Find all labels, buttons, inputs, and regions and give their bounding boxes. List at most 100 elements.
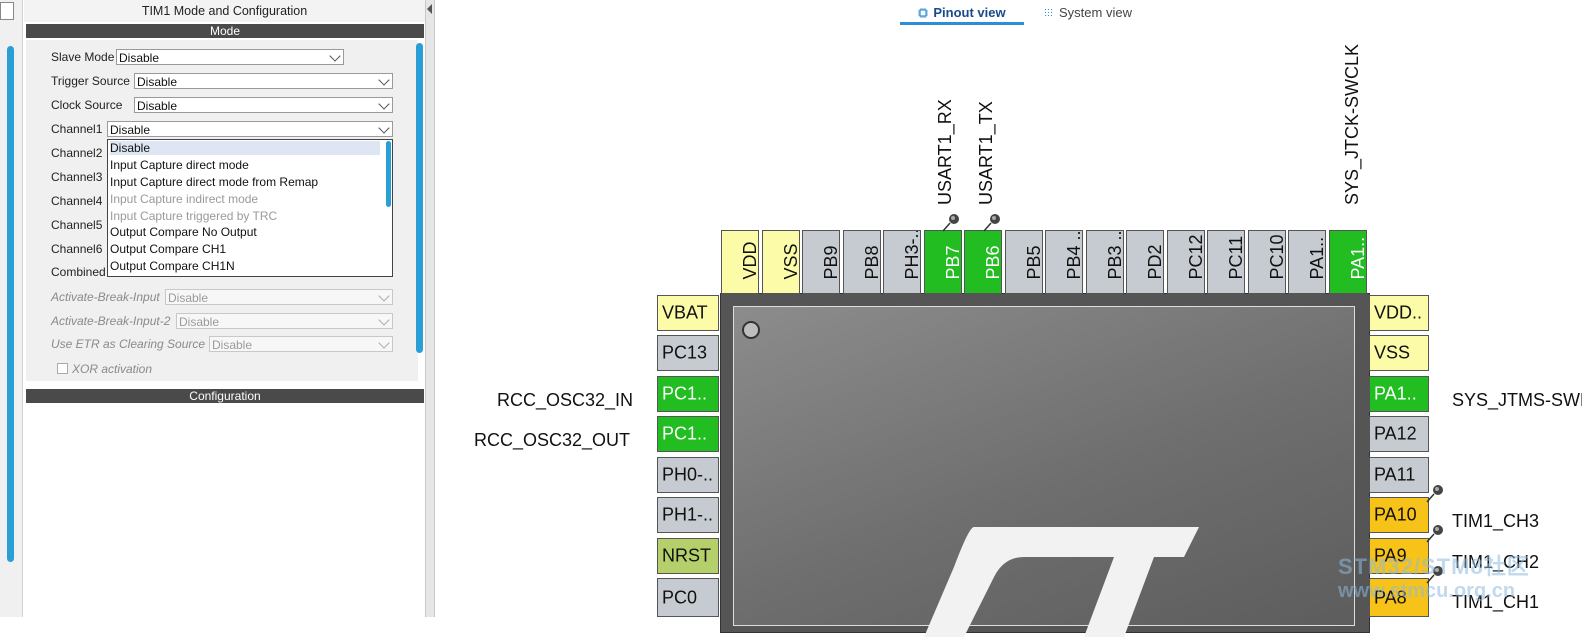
pin-top[interactable]: PC12 (1167, 230, 1205, 294)
pin-label: PD2 (1145, 244, 1164, 280)
pin-top[interactable]: PD2 (1126, 230, 1164, 294)
pin-label: VSS (781, 243, 800, 280)
tab-pinout-label: Pinout view (933, 5, 1006, 20)
pin-top-pb6[interactable]: PB6 (964, 230, 1002, 294)
dropdown-option[interactable]: Disable (110, 141, 380, 155)
clock-source-value: Disable (137, 99, 178, 113)
activate-break-input-select[interactable]: Disable (165, 289, 393, 305)
dropdown-scrollbar[interactable] (386, 141, 391, 207)
pin-top[interactable]: PA1.. (1288, 230, 1326, 294)
signal-tim1-ch1: TIM1_CH1 (1452, 592, 1540, 612)
pin-left-nrst[interactable]: NRST (657, 538, 719, 574)
pin-top[interactable]: PC11 (1207, 230, 1245, 294)
signal-usart1-rx: USART1_RX (935, 99, 955, 205)
trigger-source-label: Trigger Source (51, 74, 130, 88)
watermark-url: www.stmcu.org.cn (1338, 580, 1516, 602)
channel1-value: Disable (110, 123, 151, 137)
chevron-down-icon (378, 290, 390, 302)
pin-label: PC0 (662, 587, 698, 607)
signal-sys-jtms: SYS_JTMS-SWDIO (1452, 390, 1582, 410)
pin-left-pc14[interactable]: PC1.. (657, 376, 719, 412)
dropdown-option[interactable]: Input Capture direct mode from Remap (110, 175, 319, 189)
pin-label: PB9 (821, 245, 840, 280)
pin-top[interactable]: VDD (721, 230, 759, 294)
chevron-down-icon (378, 122, 390, 134)
configuration-section-header[interactable]: Configuration (26, 389, 424, 403)
dropdown-option[interactable]: Output Compare CH1 (110, 242, 227, 256)
clock-source-select[interactable]: Disable (134, 97, 393, 113)
dropdown-option[interactable]: Output Compare CH1N (110, 259, 235, 273)
trigger-source-select[interactable]: Disable (134, 73, 393, 89)
pushpin-icon (1426, 485, 1443, 503)
pin-right-pa9[interactable]: PA9 (1369, 538, 1429, 574)
pin-left-pc15[interactable]: PC1.. (657, 416, 719, 452)
pin-right-pa8[interactable]: PA8 (1369, 578, 1429, 617)
channel2-label: Channel2 (51, 146, 103, 160)
etr-clearing-select[interactable]: Disable (209, 336, 393, 352)
etr-clearing-label: Use ETR as Clearing Source (51, 337, 206, 351)
pin-right-pa10[interactable]: PA10 (1369, 497, 1429, 533)
channel4-label: Channel4 (51, 194, 103, 208)
pin-label: PA1.. (1374, 383, 1417, 404)
activate-break-input-2-select[interactable]: Disable (176, 313, 393, 329)
mini-dropdown[interactable] (0, 2, 14, 20)
pin-right[interactable]: PA11 (1369, 457, 1429, 493)
dropdown-option[interactable]: Input Capture direct mode (110, 158, 249, 172)
pin-left[interactable]: PC0 (657, 578, 719, 617)
slave-mode-label: Slave Mode (51, 50, 115, 64)
activate-break-input-value: Disable (168, 291, 209, 305)
pin-top[interactable]: PB4 .. (1045, 230, 1083, 294)
pin-top[interactable]: PB5 (1005, 230, 1043, 294)
pin-label: PB3 .. (1105, 230, 1124, 280)
pin-top[interactable]: PB9 (802, 230, 840, 294)
xor-activation-label: XOR activation (72, 362, 153, 376)
tab-pinout-view[interactable]: Pinout view (900, 4, 1024, 25)
xor-activation-checkbox[interactable] (57, 363, 68, 374)
activate-break-input-label: Activate-Break-Input (51, 290, 160, 304)
pin-top[interactable]: VSS (762, 230, 800, 294)
chevron-down-icon (378, 74, 390, 86)
pin-top-pb7[interactable]: PB7 (924, 230, 962, 294)
left-scrollbar[interactable] (7, 46, 14, 562)
pin-label: PA8 (1374, 587, 1407, 607)
signal-usart1-tx: USART1_TX (976, 101, 996, 205)
dropdown-option[interactable]: Output Compare No Output (110, 225, 257, 239)
channel1-select[interactable]: Disable (107, 121, 393, 137)
collapse-arrow-icon[interactable] (427, 4, 432, 14)
pushpin-icon (1426, 525, 1443, 543)
pin-top[interactable]: PC10 (1248, 230, 1286, 294)
pin-left[interactable]: PH0-.. (657, 457, 719, 493)
pin-label: PB6 (983, 245, 1002, 280)
tab-system-view[interactable]: System view (1044, 4, 1154, 22)
splitter[interactable] (425, 0, 435, 617)
pin-top[interactable]: PB3 .. (1086, 230, 1124, 294)
pin-right[interactable]: PA12 (1369, 416, 1429, 452)
panel-title: TIM1 Mode and Configuration (24, 0, 425, 22)
chevron-down-icon (378, 98, 390, 110)
tim1-config-panel: TIM1 Mode and Configuration Mode Slave M… (24, 0, 425, 617)
watermark: STM32/STM8社区 (1338, 554, 1530, 579)
pin-top-pa14[interactable]: PA1.. (1329, 230, 1367, 294)
pin-left[interactable]: PH1-.. (657, 497, 719, 533)
pin-right-pa13[interactable]: PA1.. (1369, 376, 1429, 412)
pin-label: PC13 (662, 342, 708, 363)
pin-label: PC1.. (662, 383, 708, 404)
pin-top[interactable]: PB8 (843, 230, 881, 294)
pin-right[interactable]: VDD.. (1369, 295, 1429, 331)
clock-source-label: Clock Source (51, 98, 123, 112)
pin-right[interactable]: VSS (1369, 335, 1429, 371)
pin-label: VBAT (662, 302, 708, 323)
pushpin-icon (1426, 566, 1443, 584)
panel-scrollbar[interactable] (416, 43, 423, 353)
slave-mode-select[interactable]: Disable (116, 49, 344, 65)
mode-section-header[interactable]: Mode (26, 24, 424, 38)
pin-top[interactable]: PH3-.. (883, 230, 921, 294)
pin-left[interactable]: PC13 (657, 335, 719, 371)
signal-rcc-osc32-out: RCC_OSC32_OUT (474, 430, 631, 450)
grid-icon (1045, 9, 1052, 16)
pin-left[interactable]: VBAT (657, 295, 719, 331)
channel1-dropdown-list[interactable]: Disable Input Capture direct mode Input … (107, 139, 393, 277)
pin-label: VDD (740, 241, 759, 280)
channel3-label: Channel3 (51, 170, 103, 184)
combined-label: Combined (51, 265, 106, 279)
